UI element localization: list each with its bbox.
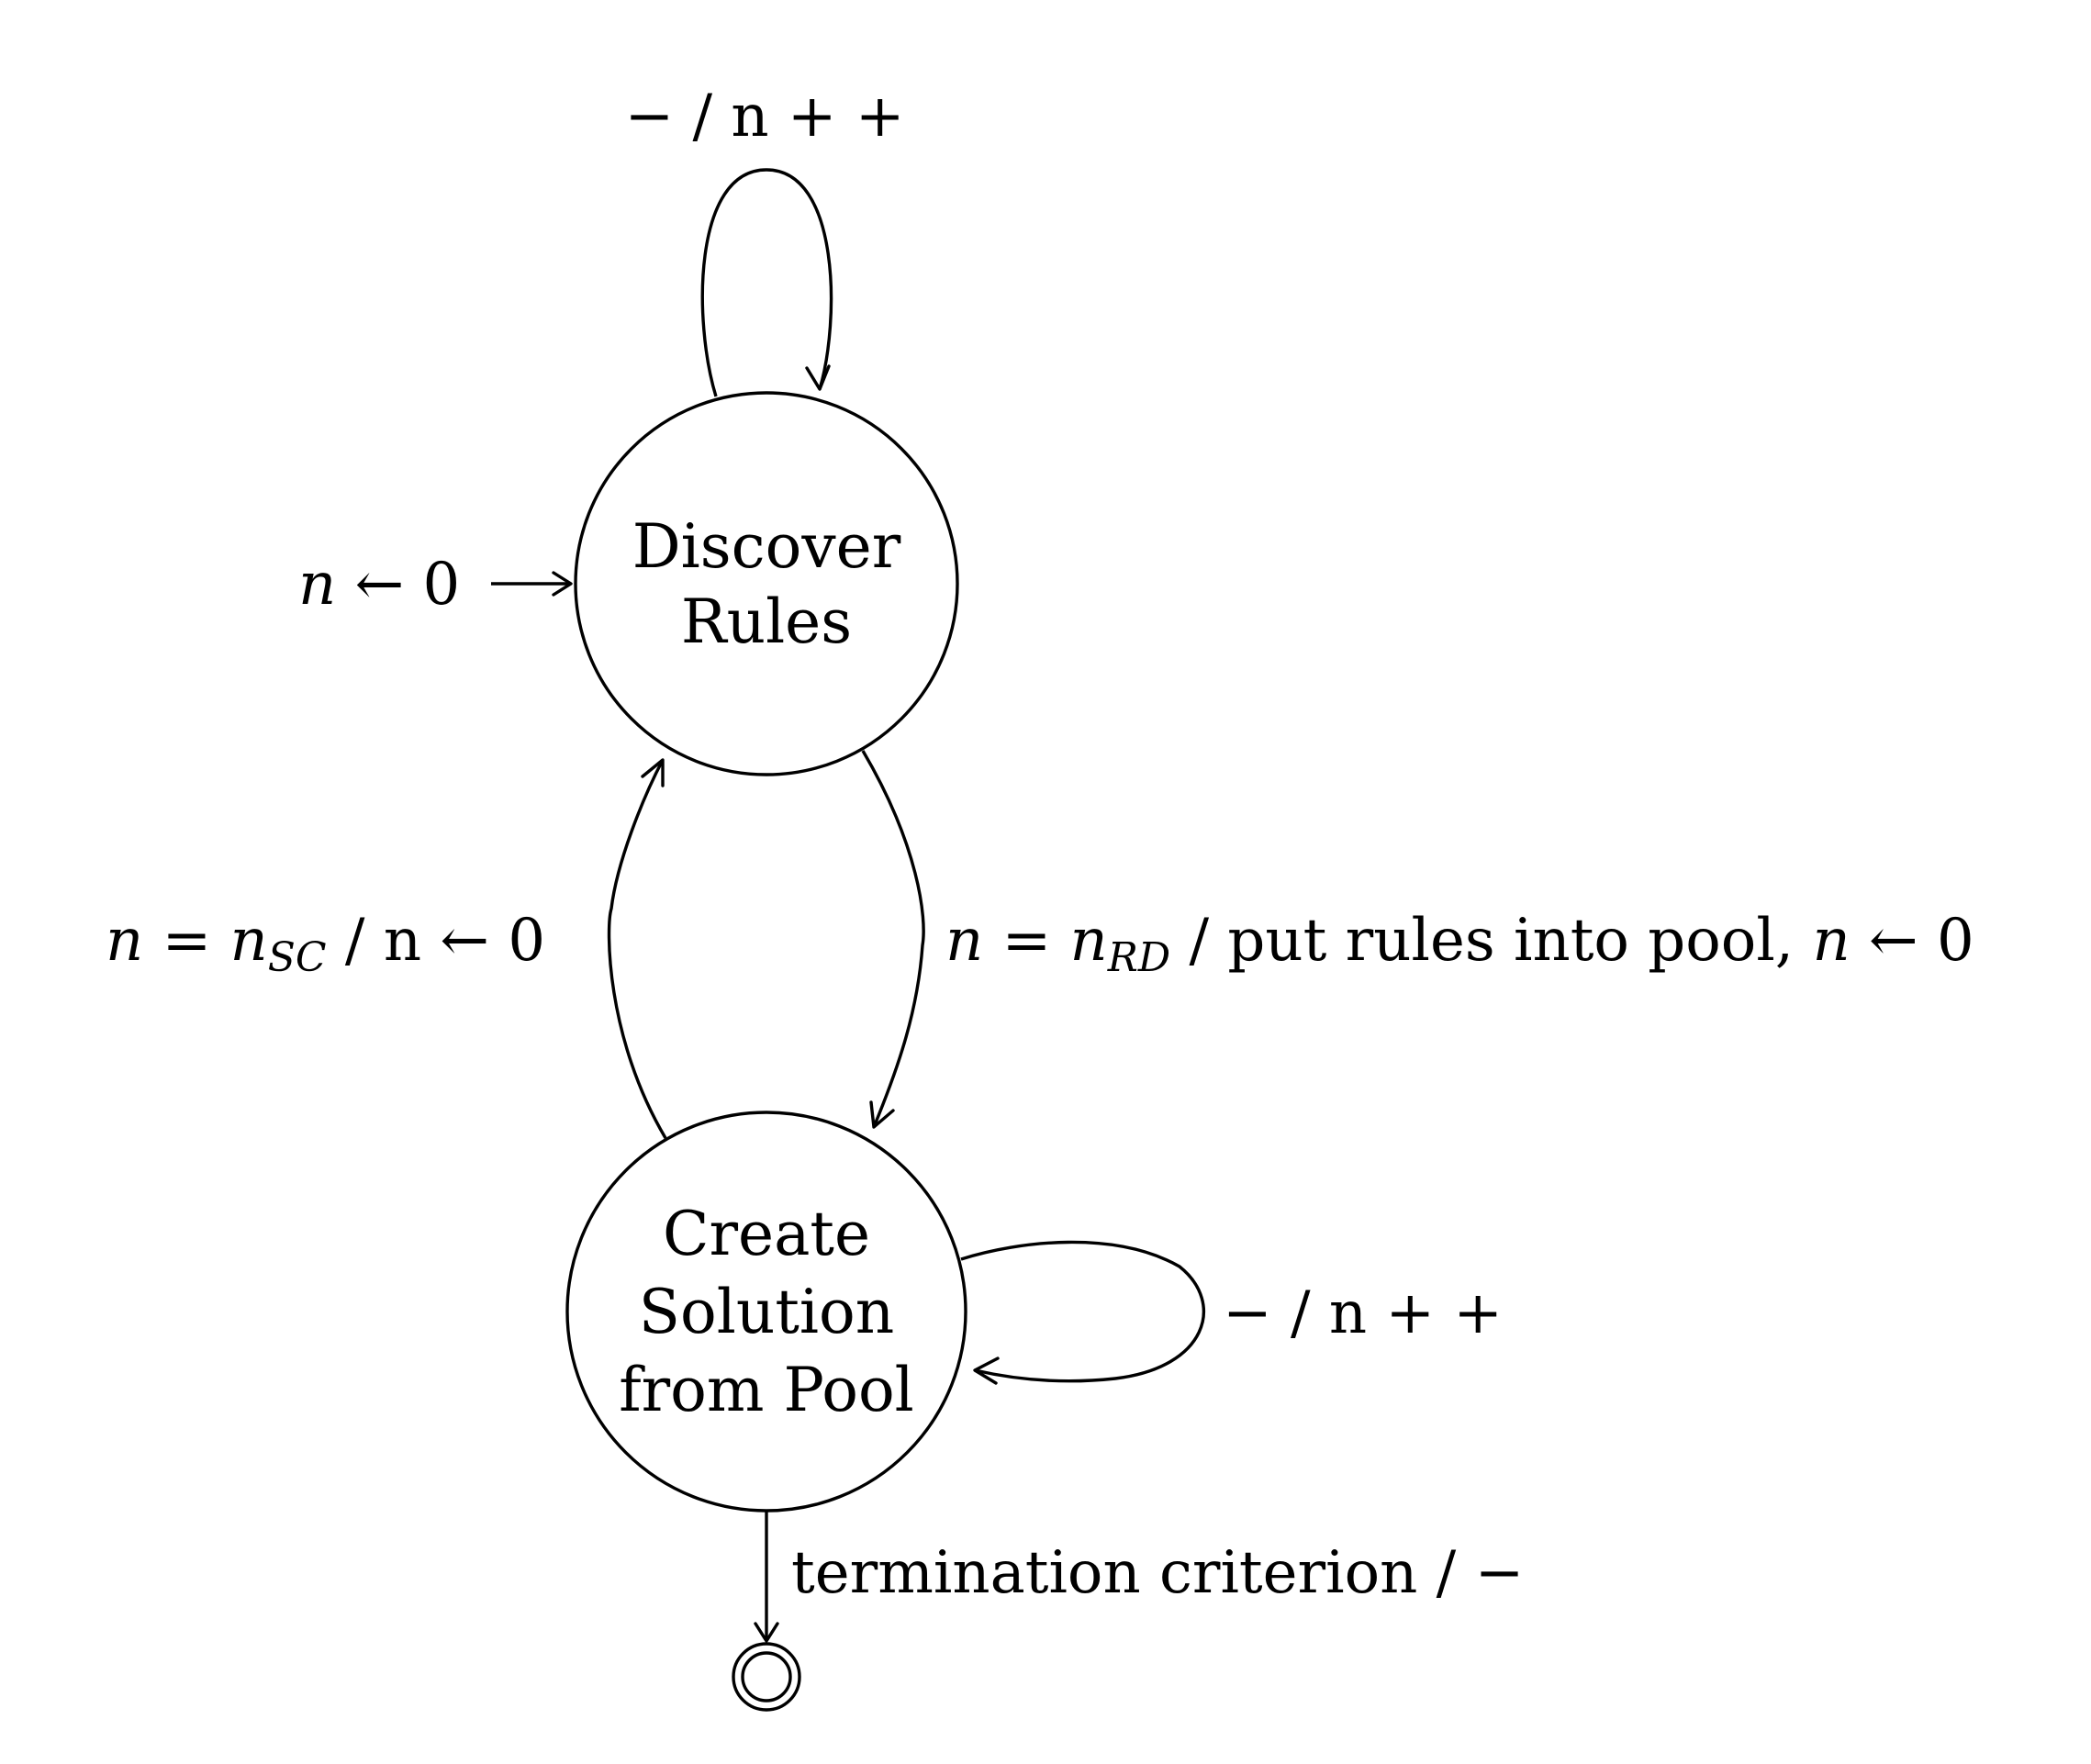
discover-to-create-edge	[861, 750, 925, 1128]
final-transition-label: termination criterion / −	[791, 1539, 1524, 1607]
discover-to-create-label: n = nRD / put rules into pool, n ← 0	[945, 907, 1974, 981]
final-state-inner	[741, 1651, 792, 1703]
discover-self-loop-arrowhead	[805, 364, 831, 391]
discover-rules-state	[574, 391, 959, 776]
create-to-discover-label: n = nSC / n ← 0	[106, 907, 545, 981]
final-transition-arrowhead	[754, 1622, 779, 1643]
initial-transition-arrowhead	[552, 571, 573, 597]
discover-rules-label-line-1: Discover	[632, 511, 901, 582]
create-to-discover-edge	[607, 759, 667, 1139]
discover-self-loop-label: − / n + +	[624, 83, 904, 151]
discover-rules-label-line-2: Rules	[681, 586, 852, 657]
create-self-loop-edge	[960, 1240, 1205, 1383]
create-self-loop-arrowhead	[973, 1356, 1000, 1385]
create-self-loop-label: − / n + +	[1223, 1279, 1503, 1347]
create-solution-label-line-1: Create	[663, 1199, 870, 1269]
create-to-discover-arrowhead	[641, 758, 665, 787]
discover-to-create-arrowhead	[869, 1100, 895, 1129]
create-solution-label-line-2: Solution	[639, 1277, 894, 1347]
create-solution-label-line-3: from Pool	[619, 1355, 914, 1425]
discover-self-loop-edge	[700, 168, 833, 397]
initial-transition-label: n ← 0	[298, 551, 460, 619]
